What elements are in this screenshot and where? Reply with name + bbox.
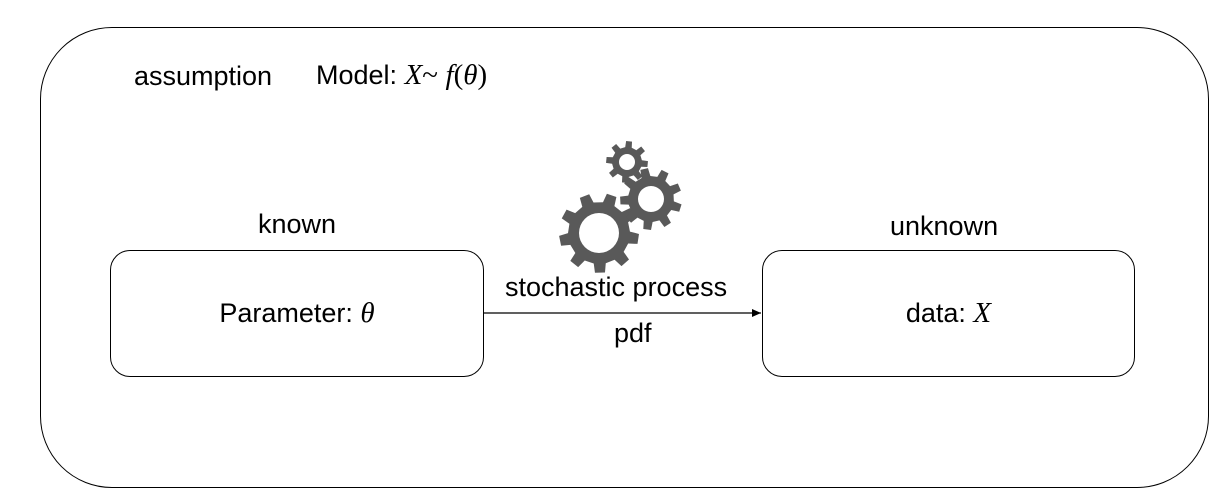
model-formula: Model: X~ f(θ)	[316, 61, 487, 90]
model-tilde: ~	[422, 59, 438, 91]
gear-small-shape	[606, 141, 648, 183]
assumption-label: assumption	[134, 61, 273, 91]
data-label: data:	[905, 298, 966, 328]
known-header: known	[258, 209, 337, 239]
data-node-content: data: X	[906, 297, 991, 330]
parameter-node-content: Parameter: θ	[219, 297, 374, 330]
unknown-header: unknown	[890, 211, 999, 241]
gears-icon	[559, 141, 682, 273]
edge-label-top: stochastic process	[505, 272, 728, 302]
model-close-paren: )	[477, 59, 488, 91]
gear-medium-shape	[620, 168, 682, 230]
gear-large-shape	[559, 193, 639, 273]
data-symbol: X	[973, 297, 992, 329]
parameter-symbol: θ	[360, 297, 375, 329]
gear-medium-icon	[620, 168, 682, 230]
parameter-label: Parameter:	[219, 298, 353, 328]
data-node: data: X	[762, 250, 1135, 377]
model-variable: X	[404, 59, 423, 91]
assumption-frame	[40, 27, 1209, 488]
assumption-title: assumption	[134, 63, 272, 90]
gear-small-icon	[606, 141, 648, 183]
gear-large-icon	[559, 193, 639, 273]
model-function: f	[445, 59, 454, 91]
edge-label-bottom: pdf	[614, 318, 652, 348]
model-label: Model:	[316, 60, 398, 90]
model-parameter: θ	[463, 59, 478, 91]
model-open-paren: (	[453, 59, 464, 91]
parameter-node: Parameter: θ	[110, 250, 484, 377]
